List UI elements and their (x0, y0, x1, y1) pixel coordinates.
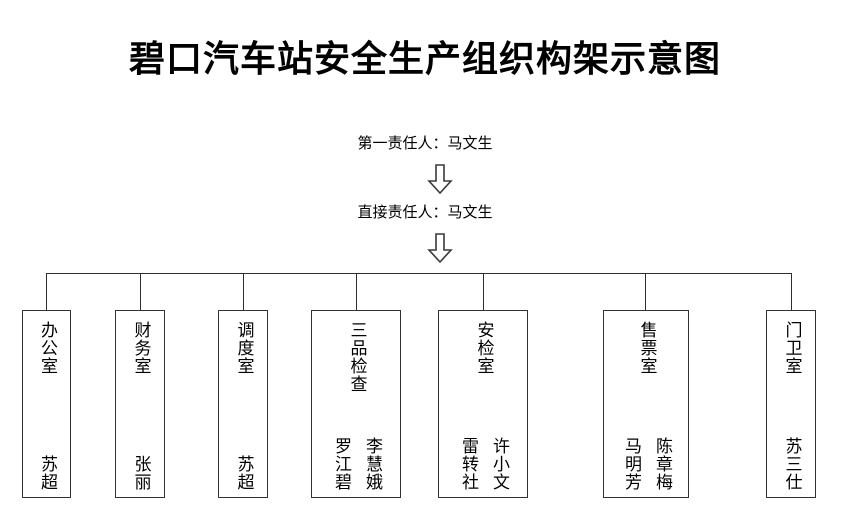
department-name: 门卫室 (767, 321, 815, 375)
direct-responsible-label: 直接责任人：马文生 (357, 203, 493, 221)
department-box-inner: 安检室许小文雷转社 (439, 311, 527, 497)
department-name-text: 安检室 (473, 321, 494, 375)
department-name-text: 售票室 (636, 321, 657, 375)
department-box-inner: 调度室苏超 (219, 311, 267, 497)
department-box[interactable]: 门卫室苏三仕 (766, 310, 816, 498)
department-staff-list: 苏超 (23, 455, 70, 491)
department-name-text: 办公室 (37, 321, 57, 375)
department-name-text: 门卫室 (781, 321, 802, 375)
department-name: 安检室 (439, 321, 527, 375)
department-box-inner: 办公室苏超 (23, 311, 70, 497)
department-name: 办公室 (23, 321, 70, 375)
connector-drop-line (791, 273, 792, 310)
department-box[interactable]: 办公室苏超 (22, 310, 71, 498)
department-box[interactable]: 三品检查李慧娥罗江碧 (311, 310, 401, 498)
department-staff-list: 许小文雷转社 (439, 437, 527, 491)
department-name-text: 调度室 (233, 321, 254, 375)
department-box-inner: 售票室陈章梅马明芳 (604, 311, 688, 497)
staff-name: 马明芳 (621, 437, 641, 491)
department-name-text: 三品检查 (346, 321, 367, 393)
department-box[interactable]: 财务室张丽 (115, 310, 165, 498)
department-name: 三品检查 (312, 321, 400, 393)
connector-drop-line (243, 273, 244, 310)
connector-drop-line (46, 273, 47, 310)
department-box-inner: 门卫室苏三仕 (767, 311, 815, 497)
department-box[interactable]: 安检室许小文雷转社 (438, 310, 528, 498)
staff-name: 陈章梅 (652, 437, 672, 491)
down-arrow-icon (427, 164, 453, 195)
connector-drop-line (483, 273, 484, 310)
connector-drop-line (356, 273, 357, 310)
staff-name: 许小文 (489, 437, 509, 491)
department-box-inner: 财务室张丽 (116, 311, 164, 497)
department-name: 财务室 (116, 321, 164, 375)
connector-drop-line (645, 273, 646, 310)
staff-name: 张丽 (130, 455, 151, 491)
staff-name: 苏三仕 (781, 437, 802, 491)
staff-name: 李慧娥 (362, 437, 382, 491)
department-box[interactable]: 售票室陈章梅马明芳 (603, 310, 689, 498)
department-staff-list: 张丽 (116, 455, 164, 491)
department-name-text: 财务室 (130, 321, 151, 375)
department-box-inner: 三品检查李慧娥罗江碧 (312, 311, 400, 497)
department-staff-list: 李慧娥罗江碧 (312, 437, 400, 491)
down-arrow-icon (427, 233, 453, 264)
connector-drop-line (140, 273, 141, 310)
department-name: 售票室 (604, 321, 688, 375)
connector-horizontal-bar (46, 273, 792, 274)
page-title: 碧口汽车站安全生产组织构架示意图 (128, 38, 721, 80)
staff-name: 苏超 (37, 455, 57, 491)
department-staff-list: 陈章梅马明芳 (604, 437, 688, 491)
department-staff-list: 苏超 (219, 455, 267, 491)
staff-name: 苏超 (233, 455, 254, 491)
primary-responsible-label: 第一责任人：马文生 (357, 134, 493, 152)
staff-name: 罗江碧 (331, 437, 351, 491)
department-staff-list: 苏三仕 (767, 437, 815, 491)
department-name: 调度室 (219, 321, 267, 375)
department-box[interactable]: 调度室苏超 (218, 310, 268, 498)
staff-name: 雷转社 (458, 437, 478, 491)
